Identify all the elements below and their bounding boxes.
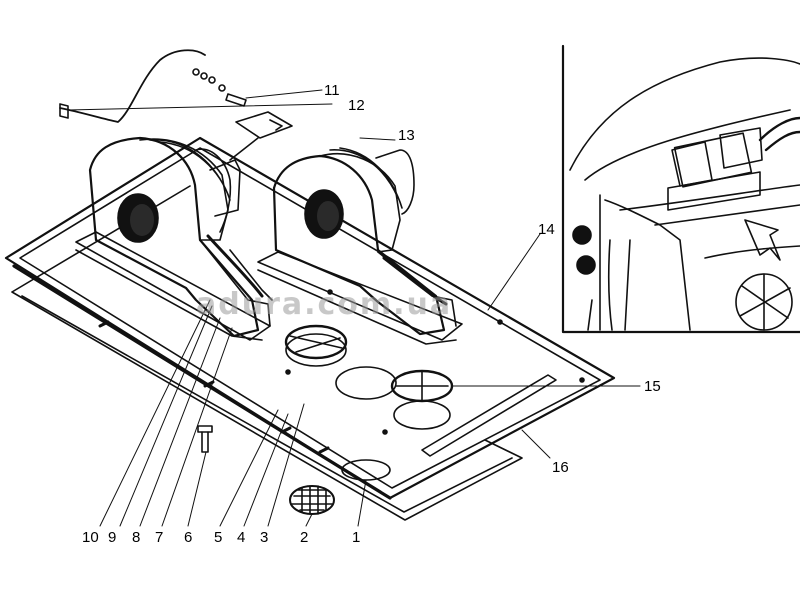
left-fan <box>75 136 273 341</box>
watermark-text: adura.com.ua <box>196 287 452 322</box>
bolt <box>197 425 213 453</box>
base-plate <box>4 136 616 521</box>
callout-6: 6 <box>184 529 192 546</box>
callout-4: 4 <box>237 529 245 546</box>
callout-11: 11 <box>324 82 340 99</box>
callout-9: 9 <box>108 529 116 546</box>
callout-13: 13 <box>398 127 415 144</box>
callout-15: 15 <box>644 378 661 395</box>
callout-12: 12 <box>348 97 365 114</box>
callout-numbers: 10 9 8 7 6 5 4 3 2 1 11 12 13 14 15 16 <box>82 82 661 546</box>
inset-view <box>561 44 800 334</box>
callout-8: 8 <box>132 529 140 546</box>
grille <box>289 485 335 515</box>
callout-16: 16 <box>552 459 569 476</box>
flange-rings <box>284 324 454 403</box>
callout-10: 10 <box>82 529 99 546</box>
cable-harness <box>59 49 293 161</box>
callout-3: 3 <box>260 529 268 546</box>
callout-14: 14 <box>538 221 555 238</box>
right-fan <box>257 147 463 345</box>
callout-1: 1 <box>352 529 360 546</box>
callout-2: 2 <box>300 529 308 546</box>
callout-7: 7 <box>155 529 163 546</box>
leader-lines <box>67 89 641 527</box>
callout-5: 5 <box>214 529 222 546</box>
